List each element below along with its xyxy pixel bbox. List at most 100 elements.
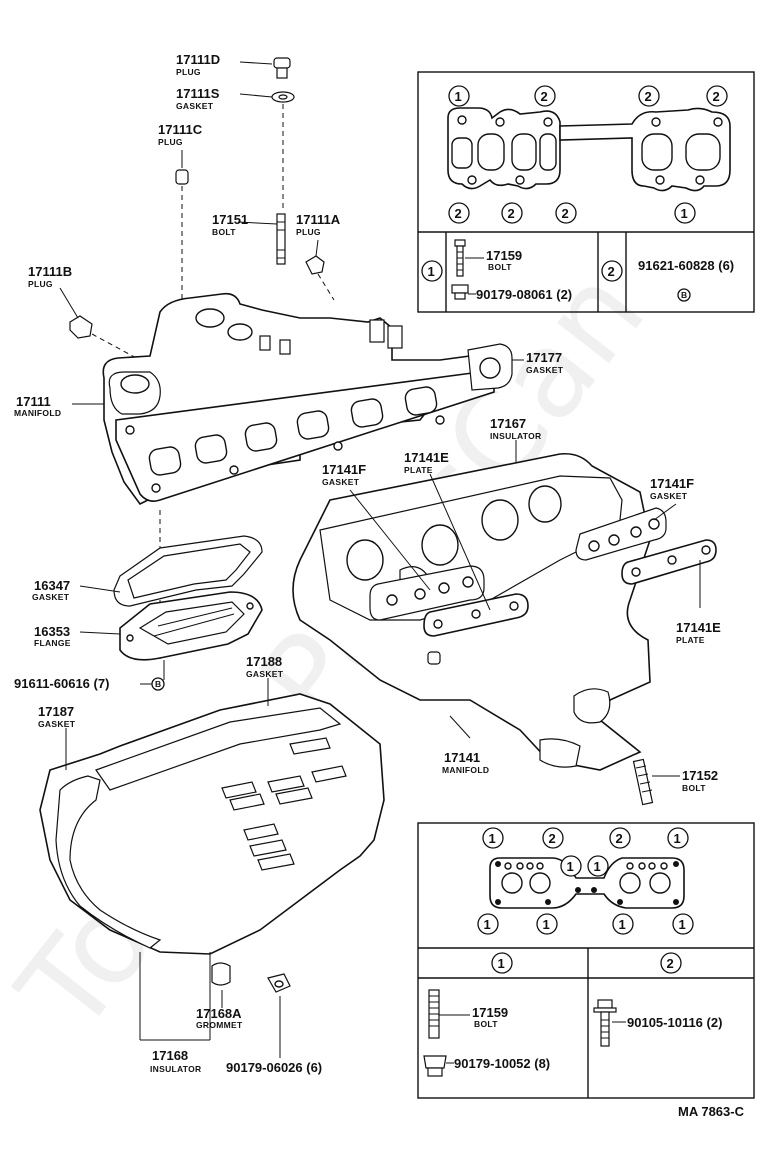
label-17111S-number: 17111S	[176, 86, 220, 101]
label-17141-number: 17141	[444, 750, 480, 765]
label-90179-06026-number: 90179-06026 (6)	[226, 1060, 322, 1075]
label-17152-name: BOLT	[682, 783, 706, 793]
bolt-icon	[454, 239, 466, 277]
inset-top-circle-5: 2	[455, 206, 462, 221]
label-17141E-b-number: 17141E	[676, 620, 721, 635]
stud-bolt-icon	[632, 758, 654, 806]
plug-icon	[175, 169, 189, 185]
label-16353-number: 16353	[34, 624, 70, 639]
inset-top-circle-4: 2	[713, 89, 720, 104]
label-17141F-a-name: GASKET	[322, 477, 360, 487]
inset-top-key-1: 1	[428, 264, 435, 279]
plug-icon	[305, 255, 325, 275]
plug-icon	[69, 315, 93, 339]
nut-icon	[423, 1055, 447, 1077]
label-17141F-a-number: 17141F	[322, 462, 366, 477]
label-17111-number: 17111	[16, 394, 51, 409]
label-17111C-name: PLUG	[158, 137, 183, 147]
label-17111-name: MANIFOLD	[14, 408, 61, 418]
label-16347-name: GASKET	[32, 592, 70, 602]
label-17177-name: GASKET	[526, 365, 564, 375]
nut-icon	[267, 973, 291, 993]
inset-top-part2-number: 91621-60828 (6)	[638, 258, 734, 273]
label-17167-name: INSULATOR	[490, 431, 542, 441]
label-17111D-name: PLUG	[176, 67, 201, 77]
diagram-code: MA 7863-C	[678, 1104, 745, 1119]
intake-manifold-drawing	[69, 57, 513, 660]
inset-bottom-key-1: 1	[498, 956, 505, 971]
inset-top: 1 2 2 2 2 2 2 1 1 2 17159 BOLT 90179-080…	[417, 71, 755, 313]
inset-bottom-circle-8: 1	[543, 917, 550, 932]
label-17141-name: MANIFOLD	[442, 765, 489, 775]
inset-top-circle-1: 1	[455, 89, 462, 104]
inset-bottom-circle-10: 1	[679, 917, 686, 932]
inset-top-circle-6: 2	[508, 206, 515, 221]
label-17111B-name: PLUG	[28, 279, 53, 289]
inset-top-bolt-name: BOLT	[488, 262, 512, 272]
bolt-icon	[428, 989, 440, 1039]
inset-top-circle-8: 1	[681, 206, 688, 221]
inset-bottom-bolt2-number: 90105-10116 (2)	[627, 1015, 722, 1030]
label-17111B-number: 17111B	[28, 264, 72, 279]
inset-bottom-key-2: 2	[667, 956, 674, 971]
inset-top-circle-7: 2	[562, 206, 569, 221]
label-17111C-number: 17111C	[158, 122, 203, 137]
inset-top-circle-3: 2	[645, 89, 652, 104]
label-17188-number: 17188	[246, 654, 282, 669]
inset-bottom-bolt-name: BOLT	[474, 1019, 498, 1029]
nut-icon	[451, 284, 469, 300]
label-17168A-number: 17168A	[196, 1006, 242, 1021]
label-17177-number: 17177	[526, 350, 562, 365]
plug-icon	[273, 57, 291, 69]
label-17141E-a-number: 17141E	[404, 450, 449, 465]
inset-top-nut-number: 90179-08061 (2)	[476, 287, 572, 302]
louvers	[221, 737, 347, 871]
label-16353-name: FLANGE	[34, 638, 71, 648]
label-17168A-name: GROMMET	[196, 1020, 243, 1030]
inset-bottom-bolt-number: 17159	[472, 1005, 508, 1020]
label-17188-name: GASKET	[246, 669, 284, 679]
inset-top-bolt-number: 17159	[486, 248, 522, 263]
label-17111D-number: 17111D	[176, 52, 220, 67]
flange-bolt-icon	[593, 999, 617, 1047]
inset-bottom-circle-4: 1	[594, 859, 601, 874]
inset-bottom-circle-1: 1	[489, 831, 496, 846]
label-17167-number: 17167	[490, 416, 526, 431]
label-17111S-name: GASKET	[176, 101, 214, 111]
inset-bottom-circle-7: 1	[484, 917, 491, 932]
inset-bottom-nut-number: 90179-10052 (8)	[454, 1056, 550, 1071]
leader-lines	[59, 61, 701, 1058]
label-17111A-number: 17111A	[296, 212, 341, 227]
bottom-gasket-icon	[489, 857, 685, 909]
inset-bottom-circle-9: 1	[619, 917, 626, 932]
callout-labels: 17111D PLUG 17111S GASKET 17111C PLUG 17…	[14, 52, 745, 1119]
heat-insulator-drawing	[39, 693, 385, 993]
exhaust-manifold-drawing	[292, 452, 717, 806]
inset-bottom-circle-6: 1	[674, 831, 681, 846]
label-17141F-b-number: 17141F	[650, 476, 694, 491]
label-17187-name: GASKET	[38, 719, 76, 729]
inset-top-part2-mark: B	[681, 290, 687, 300]
label-17141E-a-name: PLATE	[404, 465, 433, 475]
label-17187-number: 17187	[38, 704, 74, 719]
label-17151-name: BOLT	[212, 227, 236, 237]
label-17168-name: INSULATOR	[150, 1064, 202, 1074]
inset-top-key-2: 2	[608, 264, 615, 279]
flange-drawing	[113, 535, 263, 661]
label-91611-number: 91611-60616 (7)	[14, 676, 109, 691]
grommet-icon	[211, 962, 231, 986]
label-16347-number: 16347	[34, 578, 70, 593]
inset-bottom-circle-3: 1	[567, 859, 574, 874]
inset-bottom: 1 2 1 1 2 1 1 1 1 1 1 2 17159 BOLT 90179…	[417, 822, 755, 1099]
inset-bottom-circle-2: 2	[549, 831, 556, 846]
label-17141E-b-name: PLATE	[676, 635, 705, 645]
label-17111A-name: PLUG	[296, 227, 321, 237]
label-91611-mark: B	[155, 679, 161, 689]
label-17168-number: 17168	[152, 1048, 188, 1063]
stud-bolt-icon	[276, 213, 286, 265]
inset-bottom-circle-5: 2	[616, 831, 623, 846]
label-17152-number: 17152	[682, 768, 718, 783]
inset-top-circle-2: 2	[541, 89, 548, 104]
